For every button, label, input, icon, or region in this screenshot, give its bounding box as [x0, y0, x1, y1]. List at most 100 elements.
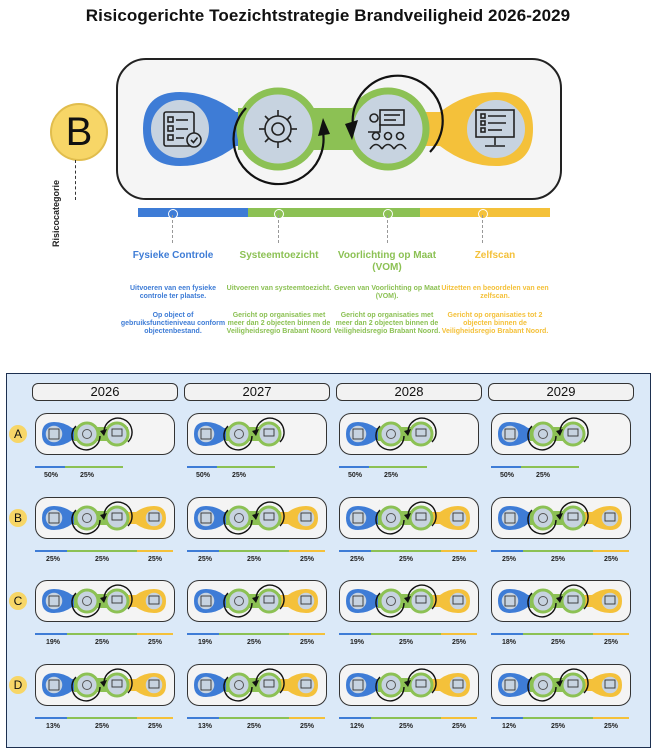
- allocation-percentage: 25%: [231, 472, 246, 479]
- allocation-percentage: 25%: [383, 472, 398, 479]
- allocation-percentage: 25%: [94, 723, 109, 730]
- allocation-percentage: 13%: [197, 723, 212, 730]
- method-mix-diagram: [491, 413, 631, 455]
- allocation-percentage: 25%: [299, 723, 314, 730]
- allocation-bar-segment: [371, 633, 441, 635]
- allocation-bar-segment: [339, 717, 371, 719]
- allocation-percentage: 25%: [349, 556, 364, 563]
- allocation-bar-segment: [35, 717, 67, 719]
- risk-category-badge: B: [50, 103, 108, 161]
- page-title: Risicogerichte Toezichtstrategie Brandve…: [85, 6, 571, 25]
- allocation-bar-segment: [369, 466, 427, 468]
- allocation-percentage: 25%: [197, 556, 212, 563]
- allocation-percentage: 25%: [147, 639, 162, 646]
- allocation-percentage: 25%: [299, 639, 314, 646]
- allocation-bar-segment: [65, 466, 123, 468]
- allocation-bar-segment: [339, 466, 369, 468]
- method-mix-diagram: [491, 580, 631, 622]
- risk-category-letter: C: [9, 592, 27, 610]
- year-header: 2028: [336, 383, 482, 401]
- method-mix-diagram: [35, 497, 175, 539]
- allocation-percentage: 25%: [398, 723, 413, 730]
- allocation-bar-segment: [137, 633, 173, 635]
- allocation-percentage: 25%: [603, 556, 618, 563]
- method-mix-diagram: [491, 664, 631, 706]
- allocation-percentage: 25%: [535, 472, 550, 479]
- allocation-percentage: 25%: [451, 723, 466, 730]
- method-description: Uitvoeren van systeemtoezicht.: [226, 285, 332, 292]
- allocation-bar-segment: [137, 717, 173, 719]
- method-mix-diagram: [491, 497, 631, 539]
- method-title: Zelfscan: [474, 250, 516, 261]
- allocation-bar-segment: [441, 717, 477, 719]
- allocation-bar-segment: [219, 550, 289, 552]
- allocation-bar-segment: [67, 717, 137, 719]
- allocation-percentage: 25%: [550, 639, 565, 646]
- year-header: 2029: [488, 383, 634, 401]
- allocation-bar-segment: [137, 550, 173, 552]
- allocation-bar-segment: [35, 550, 67, 552]
- meeting-presentation-icon: [368, 109, 407, 150]
- method-mix-diagram: [35, 664, 175, 706]
- allocation-percentage: 25%: [603, 639, 618, 646]
- allocation-bar-segment: [187, 633, 219, 635]
- checklist-icon: [163, 111, 202, 148]
- allocation-bar-segment: [289, 717, 325, 719]
- bar-marker: [274, 209, 284, 219]
- method-target-group: Gericht op organisaties met meer dan 2 o…: [226, 312, 332, 335]
- allocation-bar-segment: [523, 633, 593, 635]
- allocation-bar-segment: [523, 550, 593, 552]
- bar-marker: [168, 209, 178, 219]
- allocation-percentage: 19%: [45, 639, 60, 646]
- allocation-bar-segment: [289, 550, 325, 552]
- bar-tick: [387, 215, 388, 243]
- process-flow-graphic: [143, 74, 533, 186]
- allocation-percentage: 25%: [246, 723, 261, 730]
- allocation-percentage: 18%: [501, 639, 516, 646]
- allocation-bar-segment: [371, 550, 441, 552]
- bar-tick: [278, 215, 279, 243]
- allocation-bar-segment: [35, 633, 67, 635]
- allocation-percentage: 12%: [349, 723, 364, 730]
- allocation-percentage: 25%: [45, 556, 60, 563]
- allocation-percentage: 25%: [501, 556, 516, 563]
- allocation-bar-segment: [339, 550, 371, 552]
- allocation-bar-segment: [521, 466, 579, 468]
- allocation-percentage: 25%: [147, 723, 162, 730]
- method-mix-diagram: [187, 413, 327, 455]
- allocation-bar-segment: [217, 466, 275, 468]
- risk-category-letter: A: [9, 425, 27, 443]
- allocation-bar-segment: [289, 633, 325, 635]
- allocation-percentage: 25%: [94, 556, 109, 563]
- allocation-percentage: 25%: [94, 639, 109, 646]
- method-title: Systeemtoezicht: [239, 250, 319, 261]
- allocation-bar-segment: [371, 717, 441, 719]
- method-description: Geven van Voorlichting op Maat (VOM).: [333, 285, 441, 300]
- allocation-bar-segment: [491, 550, 523, 552]
- systeem-vom-bar: [248, 208, 420, 217]
- allocation-bar-segment: [187, 717, 219, 719]
- bar-tick: [482, 215, 483, 243]
- gear-check-icon: [259, 110, 297, 148]
- risk-category-letter: D: [9, 676, 27, 694]
- allocation-percentage: 50%: [347, 472, 362, 479]
- allocation-percentage: 25%: [398, 639, 413, 646]
- risk-category-axis-label: Risicocategorie: [51, 179, 61, 247]
- bar-tick: [172, 215, 173, 243]
- allocation-percentage: 19%: [349, 639, 364, 646]
- method-mix-diagram: [339, 413, 479, 455]
- bar-marker: [478, 209, 488, 219]
- year-header: 2026: [32, 383, 178, 401]
- method-mix-diagram: [339, 497, 479, 539]
- method-mix-diagram: [339, 664, 479, 706]
- allocation-bar-segment: [523, 717, 593, 719]
- allocation-percentage: 25%: [147, 556, 162, 563]
- risk-category-letter: B: [65, 110, 93, 154]
- allocation-percentage: 25%: [603, 723, 618, 730]
- allocation-percentage: 50%: [499, 472, 514, 479]
- method-target-group: Op object of gebruiksfunctieniveau confo…: [120, 312, 226, 335]
- method-mix-diagram: [187, 664, 327, 706]
- allocation-bar-segment: [339, 633, 371, 635]
- allocation-percentage: 25%: [451, 639, 466, 646]
- allocation-percentage: 12%: [501, 723, 516, 730]
